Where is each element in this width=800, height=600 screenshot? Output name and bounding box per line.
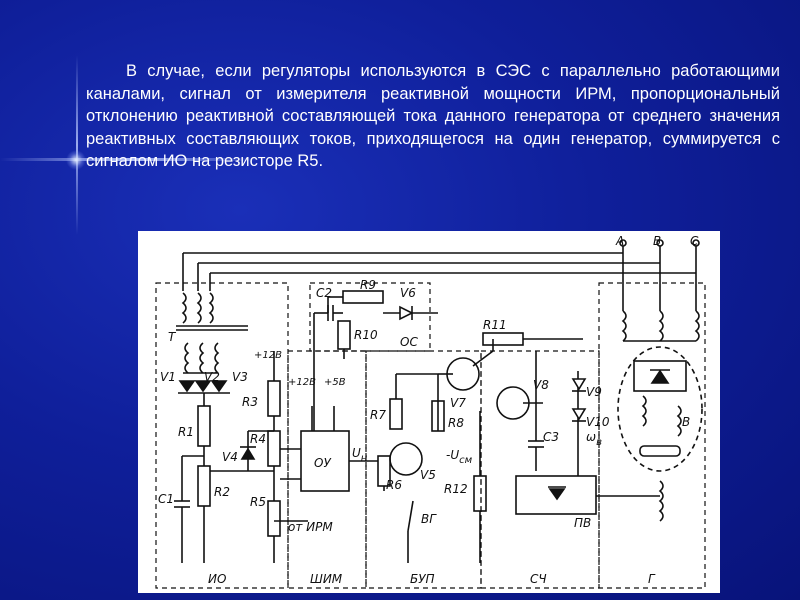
phase-c-label: C [690, 234, 699, 248]
label-v7: V7 [450, 396, 466, 410]
power-amplifier-block [377, 332, 583, 556]
label-r11: R11 [483, 318, 507, 332]
label-os: ОС [400, 335, 418, 349]
label-v3: V3 [232, 370, 248, 384]
label-r7: R7 [370, 408, 386, 422]
label-v6: V6 [400, 286, 416, 300]
block-outlines [155, 282, 706, 589]
label-ou: ОУ [314, 456, 331, 470]
label-v4: V4 [222, 450, 238, 464]
label-v2: V2 [204, 370, 220, 384]
label-from-irm: от ИРМ [288, 520, 333, 534]
ground-ticks [181, 556, 481, 563]
block-label-io: ИО [208, 572, 226, 586]
label-un: Uн [352, 446, 368, 464]
phase-a-label: A [615, 234, 624, 248]
block-label-sch: СЧ [530, 572, 547, 586]
label-r1: R1 [178, 425, 194, 439]
decorative-light-streak-vertical [76, 55, 78, 235]
label-c3: C3 [543, 430, 559, 444]
label-b: В [682, 415, 690, 429]
feedback-network [313, 290, 438, 431]
decorative-light-streak [0, 158, 260, 161]
label-supply-5v: +5В [324, 377, 346, 388]
resistors-r3-r5 [210, 351, 281, 556]
label-r4: R4 [250, 432, 266, 446]
label-vg: ВГ [421, 512, 437, 526]
label-r2: R2 [214, 485, 230, 499]
label-c2: C2 [316, 286, 332, 300]
label-supply-12v: +12В [254, 350, 282, 361]
transformer-t [176, 292, 248, 374]
label-r6: R6 [386, 478, 402, 492]
label-omega-v: ωв [586, 430, 602, 448]
op-amp-ou [274, 406, 378, 522]
label-usm: -Uсм [446, 448, 473, 466]
label-r3: R3 [242, 395, 258, 409]
block-label-bup: БУП [410, 572, 435, 586]
block-label-g: Г [648, 572, 656, 586]
rectifier-diodes [178, 372, 230, 406]
label-v10: V10 [586, 415, 610, 429]
resistors-r1-r2 [174, 405, 211, 556]
label-r12: R12 [444, 482, 468, 496]
label-supply-12v-ou: +12В [288, 377, 316, 388]
label-r5: R5 [250, 495, 266, 509]
label-r8: R8 [448, 416, 464, 430]
label-r9: R9 [360, 278, 376, 292]
label-v1: V1 [160, 370, 176, 384]
slide-paragraph: В случае, если регуляторы используются в… [86, 62, 780, 170]
label-v5: V5 [420, 468, 436, 482]
generator-g [596, 310, 703, 522]
phase-b-label: B [653, 234, 661, 248]
label-pv: ПВ [574, 516, 591, 530]
phase-bus [182, 239, 700, 311]
label-v9: V9 [586, 385, 602, 399]
label-r10: R10 [354, 328, 378, 342]
label-c1: C1 [158, 492, 174, 506]
decorative-light-flare [66, 150, 86, 170]
circuit-diagram: A B C T V1 V2 V3 +12В R1 R2 R3 R4 V4 R5 … [138, 231, 720, 593]
label-t: T [168, 330, 177, 344]
block-label-shim: ШИМ [310, 572, 343, 586]
control-block-sch [515, 351, 597, 515]
label-v8: V8 [533, 378, 549, 392]
